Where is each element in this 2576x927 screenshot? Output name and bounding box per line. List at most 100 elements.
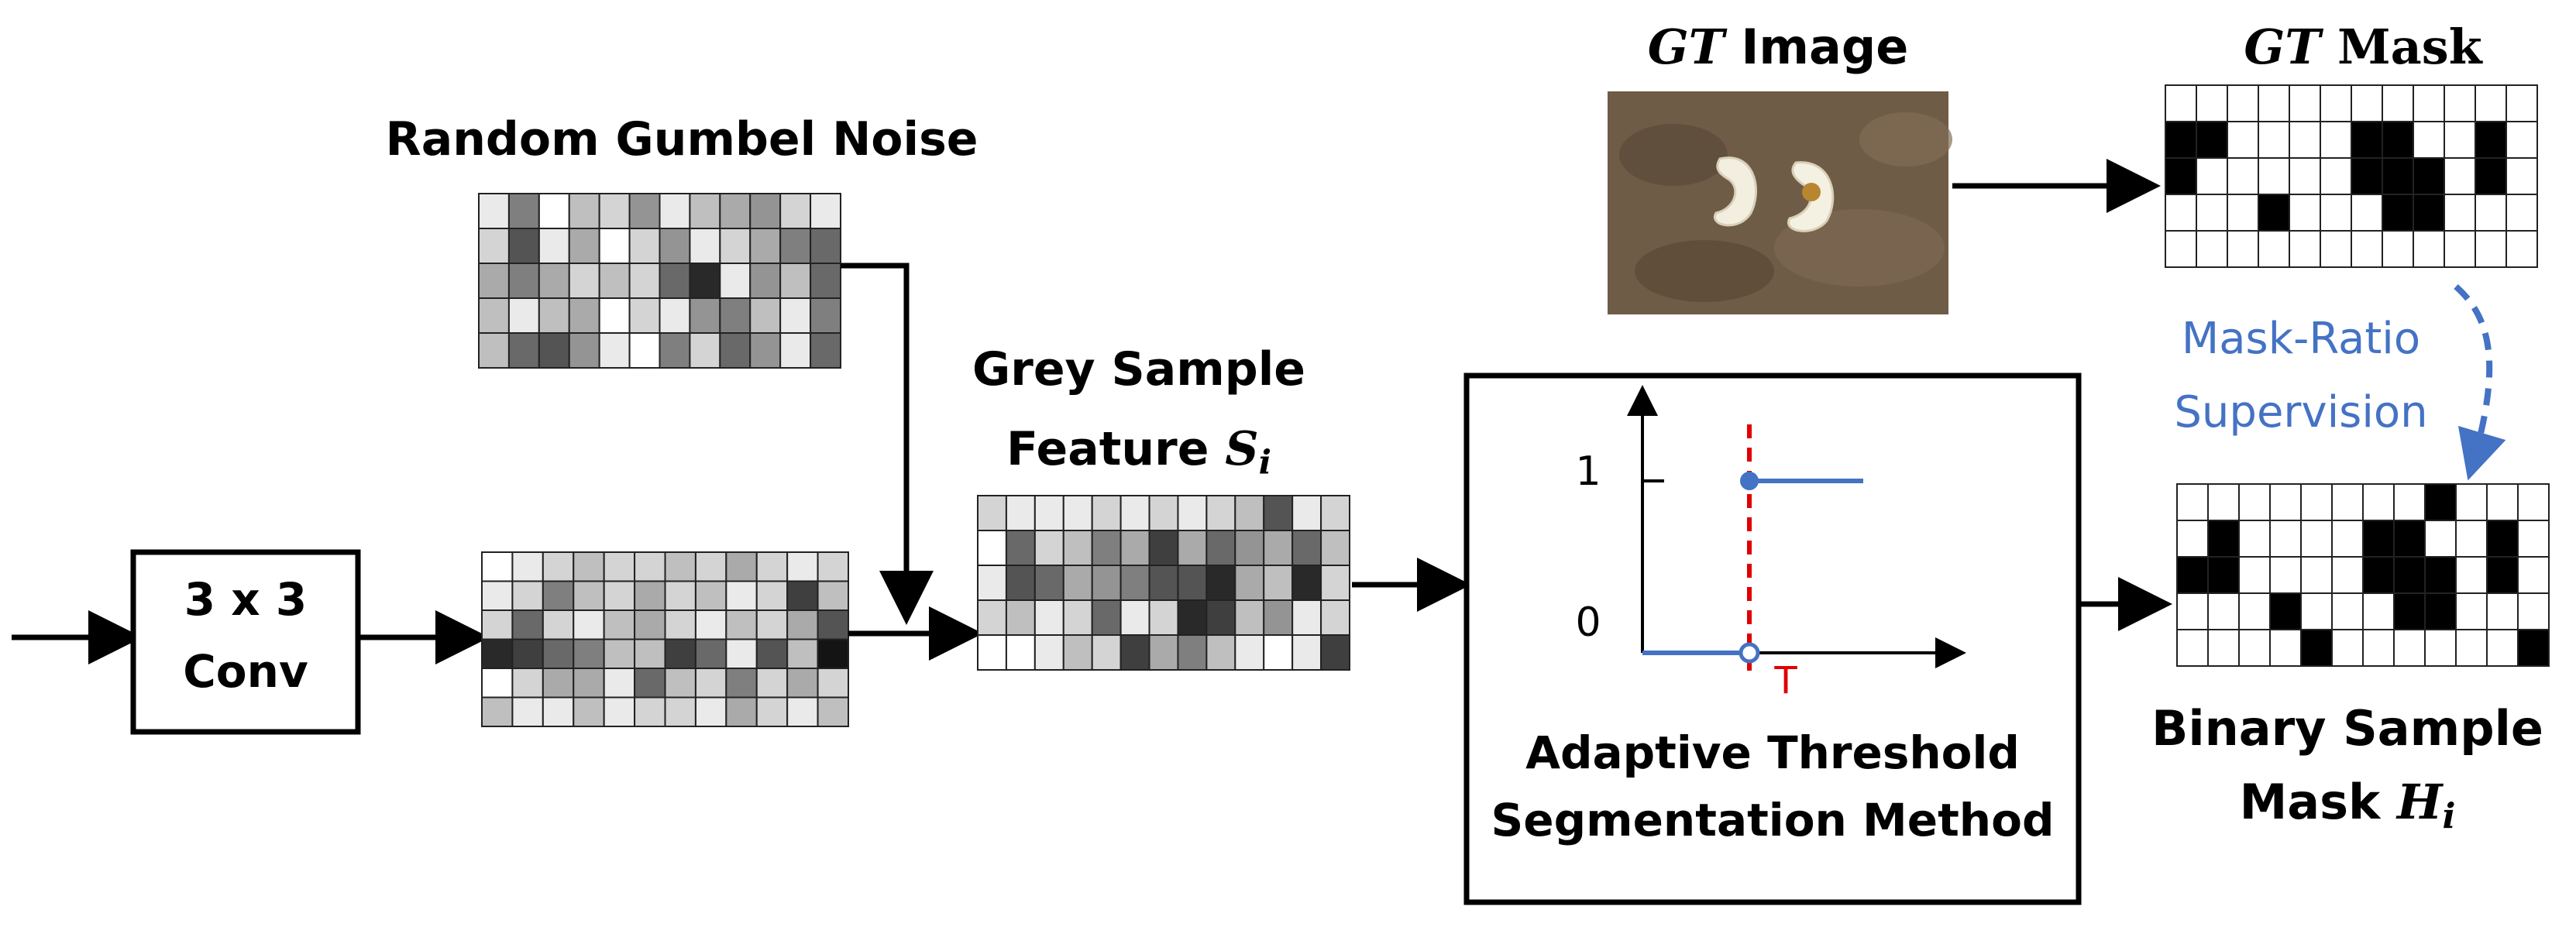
grid-cell xyxy=(542,551,575,582)
grid-cell xyxy=(749,193,782,229)
grid-cell xyxy=(2362,629,2395,667)
grid-cell xyxy=(1005,599,1036,636)
grid-cell xyxy=(2505,157,2538,195)
gt-mask-title: GT Mask xyxy=(2169,23,2557,71)
grid-cell xyxy=(689,297,721,334)
grid-cell xyxy=(719,332,751,369)
grid-cell xyxy=(2176,483,2209,521)
grid-cell xyxy=(2320,157,2352,195)
grid-cell xyxy=(2475,194,2507,232)
grid-cell xyxy=(1091,599,1122,636)
grid-cell xyxy=(810,263,842,299)
grid-cell xyxy=(573,696,605,727)
grid-cell xyxy=(507,332,540,369)
grid-cell xyxy=(2475,230,2507,268)
grid-cell xyxy=(2269,556,2302,594)
grid-cell xyxy=(2196,194,2228,232)
grid-cell xyxy=(755,580,789,611)
grid-cell xyxy=(598,332,631,369)
grid-cell xyxy=(511,551,544,582)
grid-cell xyxy=(2444,157,2476,195)
grid-cell xyxy=(2300,592,2333,630)
grid-cell xyxy=(719,263,751,299)
grid-cell xyxy=(2289,230,2321,268)
grid-cell xyxy=(664,609,696,640)
gt-image-title-italic: GT xyxy=(1647,19,1725,75)
grid-cell xyxy=(2505,121,2538,159)
grid-cell xyxy=(2351,194,2383,232)
grid-cell xyxy=(1148,530,1179,566)
grid-cell xyxy=(749,228,782,264)
grid-cell xyxy=(542,696,575,727)
grid-cell xyxy=(2424,592,2457,630)
grid-cell xyxy=(2207,592,2240,630)
grid-cell xyxy=(2331,520,2364,558)
grid-cell xyxy=(2382,84,2414,122)
grid-cell xyxy=(1062,495,1093,531)
gumbel-noise-grid xyxy=(478,193,842,369)
grid-cell xyxy=(2176,592,2209,630)
grid-cell xyxy=(2269,520,2302,558)
grid-cell xyxy=(1119,634,1150,671)
grid-cell xyxy=(573,609,605,640)
grid-cell xyxy=(1062,530,1093,566)
gt-image-photo xyxy=(1608,91,1952,314)
grid-cell xyxy=(725,551,758,582)
grid-cell xyxy=(2393,629,2426,667)
step-low-point xyxy=(1739,642,1760,664)
grid-cell xyxy=(2382,194,2414,232)
grid-cell xyxy=(749,297,782,334)
conv-label-line2: Conv xyxy=(183,645,308,698)
grid-cell xyxy=(2196,230,2228,268)
grid-cell xyxy=(817,668,850,699)
grid-cell xyxy=(542,580,575,611)
grid-cell xyxy=(538,263,570,299)
grid-cell xyxy=(2444,121,2476,159)
grid-cell xyxy=(2258,194,2290,232)
grid-cell xyxy=(1062,565,1093,601)
grey-feature-title-line1: Grey Sample xyxy=(972,342,1305,397)
grid-cell xyxy=(2424,629,2457,667)
grid-cell xyxy=(1119,530,1150,566)
grid-cell xyxy=(507,228,540,264)
grid-cell xyxy=(2331,483,2364,521)
grid-cell xyxy=(542,668,575,699)
grid-cell xyxy=(2505,84,2538,122)
grid-cell xyxy=(2486,629,2519,667)
grid-cell xyxy=(1033,599,1064,636)
grid-cell xyxy=(2320,84,2352,122)
grid-cell xyxy=(634,638,666,669)
grid-cell xyxy=(749,332,782,369)
gt-mask-title-rest: Mask xyxy=(2320,19,2482,75)
grid-cell xyxy=(2320,230,2352,268)
binary-sample-mask-grid xyxy=(2176,483,2550,667)
grid-cell xyxy=(977,634,1007,671)
grid-cell xyxy=(603,638,636,669)
grid-cell xyxy=(2517,629,2550,667)
grid-cell xyxy=(2238,483,2271,521)
binary-mask-title-line1: Binary Sample xyxy=(2151,700,2543,757)
grid-cell xyxy=(2300,629,2333,667)
threshold-t-label: T xyxy=(1774,659,1797,702)
grid-cell xyxy=(1177,565,1208,601)
grid-cell xyxy=(573,551,605,582)
grid-cell xyxy=(659,228,691,264)
grid-cell xyxy=(2517,556,2550,594)
grid-cell xyxy=(1062,599,1093,636)
grid-cell xyxy=(481,668,514,699)
grid-cell xyxy=(1005,565,1036,601)
grid-cell xyxy=(694,580,727,611)
grid-cell xyxy=(2486,520,2519,558)
grid-cell xyxy=(786,580,819,611)
grid-cell xyxy=(817,551,850,582)
grid-cell xyxy=(1091,634,1122,671)
grid-cell xyxy=(2258,84,2290,122)
grid-cell xyxy=(1291,565,1322,601)
grid-cell xyxy=(755,638,789,669)
grid-cell xyxy=(659,332,691,369)
grid-cell xyxy=(2165,84,2197,122)
grid-cell xyxy=(2227,84,2259,122)
grid-cell xyxy=(511,609,544,640)
grid-cell xyxy=(481,580,514,611)
grid-cell xyxy=(2505,230,2538,268)
